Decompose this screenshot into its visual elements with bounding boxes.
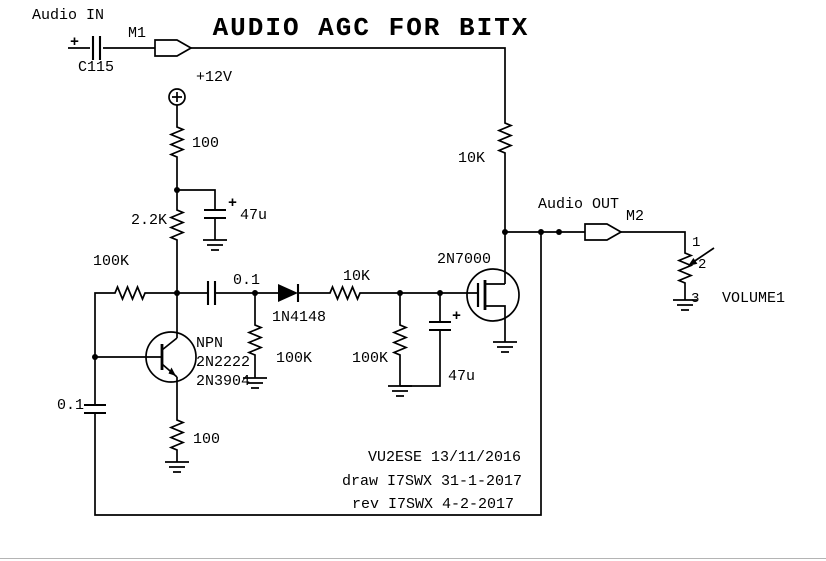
- c115-polarity: +: [70, 34, 79, 51]
- cap-47u-gate-polarity: +: [452, 308, 461, 325]
- resistor-100-emitter: [170, 414, 184, 456]
- junction-dot: [92, 354, 98, 360]
- ground-icon: [387, 385, 413, 397]
- mosfet-label: 2N7000: [437, 251, 491, 268]
- junction-dot: [556, 229, 562, 235]
- capacitor-47u-supply: [204, 208, 226, 220]
- supply-label: +12V: [196, 69, 232, 86]
- junction-dot: [437, 290, 443, 296]
- npn-part-a-label: 2N2222: [196, 354, 250, 371]
- potentiometer-body: [678, 247, 692, 289]
- cap-47u-supply-label: 47u: [240, 207, 267, 224]
- pot-pin3-label: 3: [691, 291, 699, 307]
- npn-type-label: NPN: [196, 335, 223, 352]
- potentiometer-wiper: [688, 247, 715, 266]
- resistor-100k-base-label: 100K: [93, 253, 129, 270]
- capacitor-47u-gate: [429, 320, 451, 332]
- resistor-100-top-label: 100: [192, 135, 219, 152]
- plus-icon: [172, 92, 182, 102]
- cap-01-feedback-label: 0.1: [57, 397, 84, 414]
- supply-circle: [168, 88, 186, 106]
- ground-icon: [164, 461, 190, 473]
- cap-47u-supply-polarity: +: [228, 195, 237, 212]
- capacitor-c115: [91, 36, 102, 60]
- pot-pin2-label: 2: [698, 257, 706, 273]
- emitter-arrow-icon: [168, 367, 176, 376]
- capacitor-plates: [91, 36, 102, 60]
- resistor-100k-detector: [248, 319, 262, 361]
- resistor-100-emitter-label: 100: [193, 431, 220, 448]
- junction-dot: [252, 290, 258, 296]
- resistor-100k-gate: [393, 319, 407, 361]
- resistor-10k-series-label: 10K: [343, 268, 370, 285]
- transistor-mosfet: [466, 268, 520, 322]
- credit-line-3: rev I7SWX 4-2-2017: [352, 496, 514, 513]
- diode-1n4148: [278, 284, 300, 302]
- junction-dot: [538, 229, 544, 235]
- junction-dot: [502, 229, 508, 235]
- diode-label: 1N4148: [272, 309, 326, 326]
- junction-dots: [92, 187, 562, 360]
- page-title: AUDIO AGC FOR BITX: [213, 13, 530, 43]
- diode-triangle: [278, 284, 298, 302]
- resistor-100k-gate-label: 100K: [352, 350, 388, 367]
- ground-icon: [202, 239, 228, 251]
- c115-label: C115: [78, 59, 114, 76]
- m2-label: M2: [626, 208, 644, 225]
- audio-in-label: Audio IN: [32, 7, 104, 24]
- resistor-2k2: [170, 204, 184, 246]
- credit-line-1: VU2ESE 13/11/2016: [368, 449, 521, 466]
- window-bottom-edge: [0, 558, 826, 559]
- resistor-2k2-label: 2.2K: [131, 212, 167, 229]
- wires: [68, 47, 686, 516]
- connector-m2-icon: [584, 223, 623, 241]
- junction-dot: [397, 290, 403, 296]
- capacitor-01-feedback: [84, 403, 106, 415]
- npn-part-b-label: 2N3904: [196, 373, 250, 390]
- connector-m1-icon: [154, 39, 193, 57]
- transistor-npn: [145, 331, 197, 383]
- audio-out-label: Audio OUT: [538, 196, 619, 213]
- wiper-lead: [693, 247, 715, 263]
- credit-line-2: draw I7SWX 31-1-2017: [342, 473, 522, 490]
- mosfet-circle: [466, 268, 520, 322]
- resistor-100k-base: [109, 286, 151, 300]
- cap-01-series-label: 0.1: [233, 272, 260, 289]
- volume-label: VOLUME1: [722, 290, 785, 307]
- resistor-10k-series: [324, 286, 366, 300]
- resistor-100-top: [170, 121, 184, 163]
- resistor-10k-drain-label: 10K: [458, 150, 485, 167]
- junction-dot: [174, 187, 180, 193]
- resistor-10k-drain: [498, 117, 512, 159]
- supply-symbol: [168, 88, 186, 106]
- junction-dot: [174, 290, 180, 296]
- m1-label: M1: [128, 25, 146, 42]
- cap-47u-gate-label: 47u: [448, 368, 475, 385]
- capacitor-01-series: [206, 281, 217, 305]
- pot-pin1-label: 1: [692, 235, 700, 251]
- transistor-circle: [145, 331, 197, 383]
- resistor-100k-detector-label: 100K: [276, 350, 312, 367]
- wiper-arrow-icon: [688, 258, 698, 266]
- ground-icon: [492, 341, 518, 353]
